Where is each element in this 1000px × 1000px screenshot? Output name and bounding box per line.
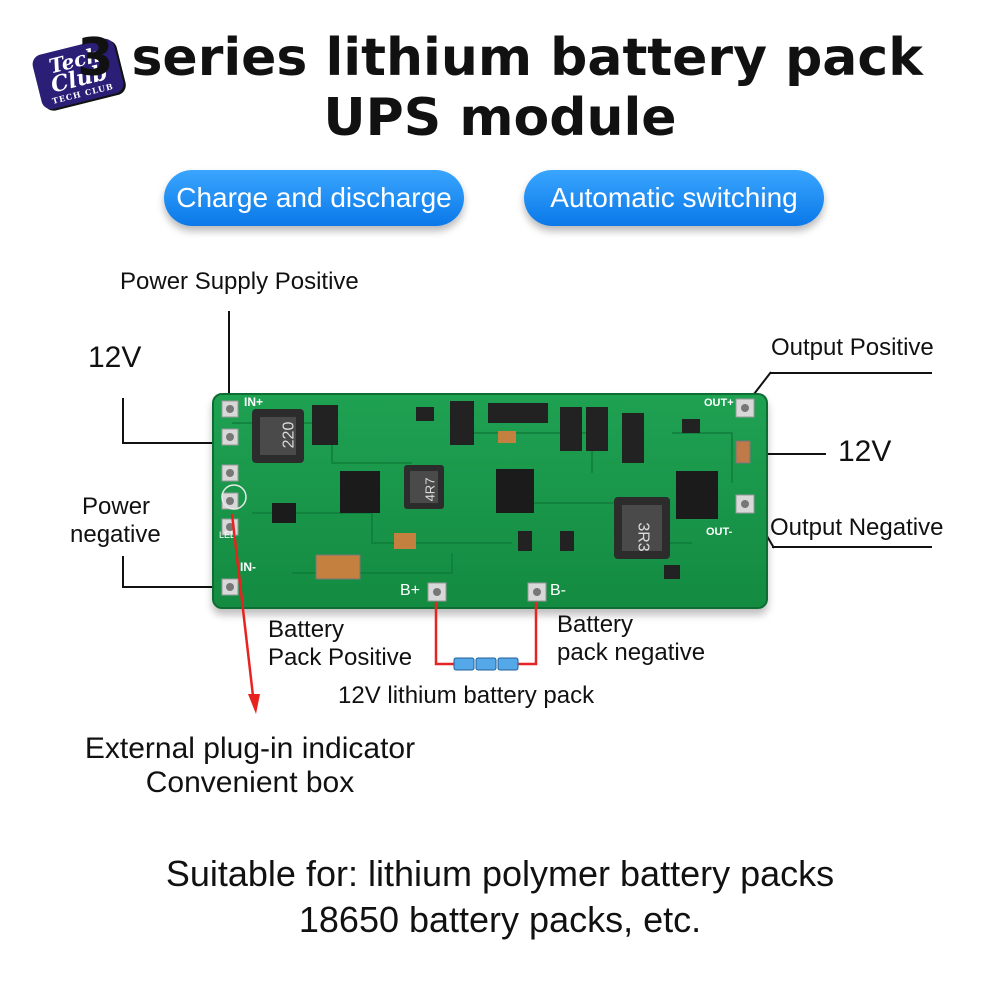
badge-charge-discharge: Charge and discharge xyxy=(164,170,464,226)
pcb-pads-right xyxy=(735,398,755,514)
silk-in-minus: IN- xyxy=(240,560,256,574)
pcb-capacitor-c5 xyxy=(315,554,361,580)
pcb-transistor-q2 xyxy=(416,407,434,421)
silk-in-plus: IN+ xyxy=(244,395,264,409)
red-arrow-icon xyxy=(230,513,260,714)
leader-power-negative-horizontal xyxy=(122,586,230,588)
pcb-inductor-3r3 xyxy=(614,497,670,559)
label-battery-negative-2: pack negative xyxy=(557,639,706,666)
silk-out-plus: OUT+ xyxy=(704,397,734,409)
title-line-1: 3 series lithium battery pack xyxy=(77,28,923,88)
battery-wiring xyxy=(434,602,538,671)
suitable-for-line-1: Suitable for: lithium polymer battery pa… xyxy=(165,853,835,894)
pcb-diode-d1 xyxy=(312,405,338,445)
pcb-inductor-220 xyxy=(252,409,304,463)
label-power-supply-positive: Power Supply Positive xyxy=(120,268,359,295)
leader-power-negative-vertical xyxy=(122,556,124,588)
leader-power-positive xyxy=(228,311,230,405)
leader-input-voltage-vertical xyxy=(122,398,124,444)
pcb-diode-d2 xyxy=(450,401,474,445)
silk-led: LED xyxy=(219,530,237,540)
pcb-ic-1 xyxy=(340,471,380,513)
label-external-indicator-1: External plug-in indicator xyxy=(84,732,416,765)
pcb-transistor-q4 xyxy=(560,531,574,551)
pcb-inductor-4r7 xyxy=(404,465,444,509)
badge-automatic-switching: Automatic switching xyxy=(524,170,824,226)
label-battery-negative-1: Battery xyxy=(557,611,634,638)
pcb-diode-d4 xyxy=(586,407,608,451)
label-input-voltage: 12V xyxy=(88,341,142,374)
label-output-positive: Output Positive xyxy=(771,334,934,361)
title-line-2: UPS module xyxy=(323,88,677,148)
suitable-for-line-2: 18650 battery packs, etc. xyxy=(298,899,702,940)
leader-output-negative-horizontal xyxy=(772,546,932,548)
silk-out-minus: OUT- xyxy=(706,526,733,538)
pcb-components xyxy=(221,398,755,602)
silk-b-minus: B- xyxy=(550,582,566,599)
leader-output-voltage xyxy=(748,453,826,455)
pcb-transistor-d5 xyxy=(682,419,700,433)
silk-b-plus: B+ xyxy=(400,582,421,599)
leader-output-positive-horizontal xyxy=(770,372,932,374)
pcb-transistor-q5 xyxy=(664,565,680,579)
pcb-ic-small xyxy=(272,503,296,523)
pcb-ic-u3 xyxy=(676,471,718,519)
label-output-negative: Output Negative xyxy=(770,514,944,541)
pcb-diode-d5 xyxy=(622,413,644,463)
pcb-transistor-q3 xyxy=(518,531,532,551)
pcb-diode-d3 xyxy=(560,407,582,451)
pcb-capacitor-c11 xyxy=(498,431,516,443)
pcb-ic-2 xyxy=(496,469,534,513)
label-power-negative-2: negative xyxy=(70,521,161,548)
silk-inductor-220: 220 xyxy=(280,421,298,449)
label-output-voltage: 12V xyxy=(838,435,892,468)
silk-inductor-4r7: 4R7 xyxy=(422,477,438,502)
label-power-negative-1: Power xyxy=(82,493,151,520)
battery-cells-icon xyxy=(453,657,519,671)
pcb-led-outline xyxy=(221,484,247,510)
label-external-indicator-2: Convenient box xyxy=(145,766,355,799)
label-battery-positive-2: Pack Positive xyxy=(268,644,413,671)
pcb-capacitor-small xyxy=(394,533,416,549)
silk-inductor-3r3: 3R3 xyxy=(634,522,652,552)
label-battery-positive-1: Battery xyxy=(268,616,345,643)
pcb-diode-top xyxy=(488,403,548,423)
label-battery-pack: 12V lithium battery pack xyxy=(338,682,595,709)
leader-input-voltage-horizontal xyxy=(122,442,230,444)
